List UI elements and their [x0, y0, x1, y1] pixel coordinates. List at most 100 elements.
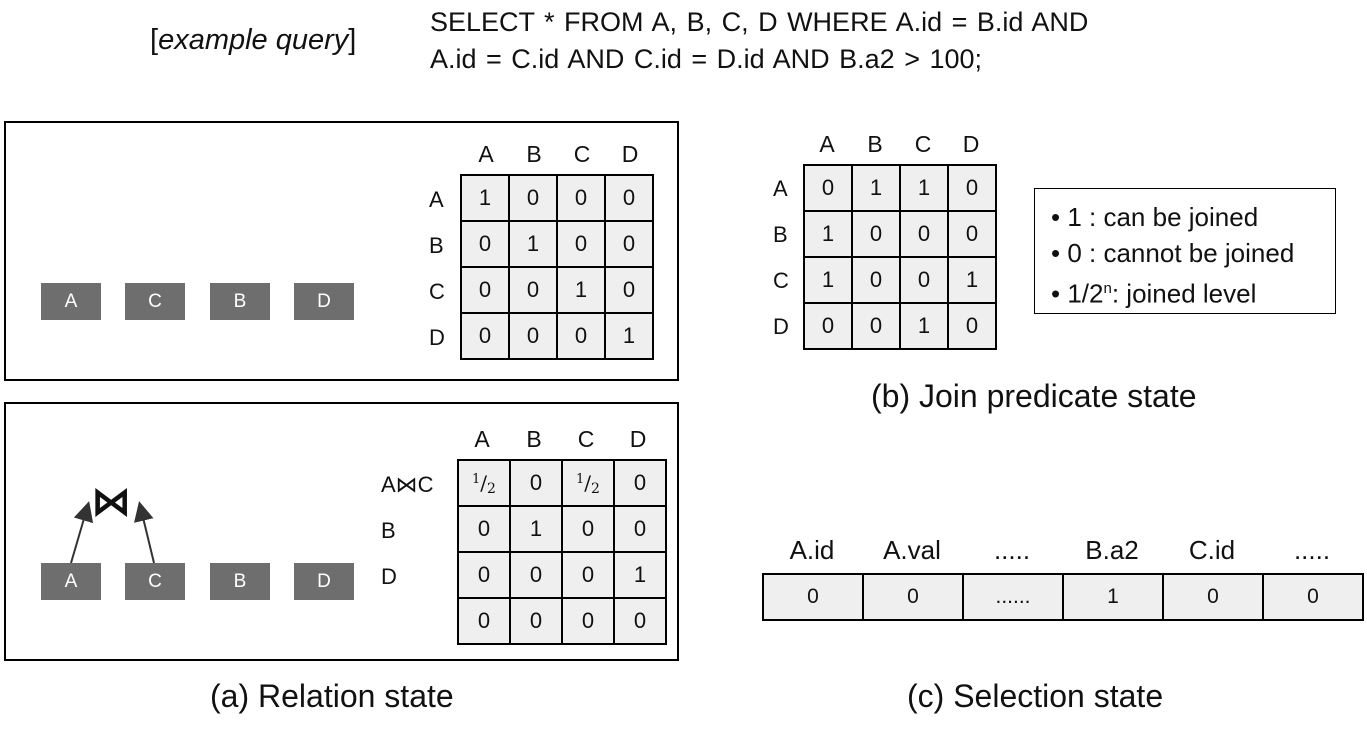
selection-header: A.id [789, 535, 835, 565]
selection-cell: 1 [1062, 573, 1164, 621]
matrix-cell: 1 [947, 256, 997, 304]
matrix-cell: 0 [556, 220, 606, 268]
col-header: A [474, 426, 490, 452]
col-header: C [573, 141, 591, 167]
matrix-cell: 0 [613, 459, 667, 507]
matrix-cell: 0 [561, 505, 615, 553]
matrix-cell: 1 [604, 312, 654, 360]
relation-box-d: D [294, 563, 354, 600]
row-label: A⋈C [381, 472, 434, 497]
matrix-cell: 0 [561, 551, 615, 599]
legend-item-2: • 0 : cannot be joined [1051, 238, 1295, 268]
matrix-cell: 1 [613, 551, 667, 599]
col-header: B [526, 141, 542, 167]
row-label: B [381, 518, 396, 543]
relation-box-c: C [125, 563, 185, 600]
query-line-2: A.id = C.id AND C.id = D.id AND B.a2 > 1… [430, 44, 983, 74]
row-label: B [773, 222, 788, 247]
matrix-cell: 0 [851, 302, 901, 350]
matrix-cell: 0 [613, 597, 667, 645]
row-label: A [773, 176, 788, 201]
matrix-cell: 1/2 [561, 459, 615, 507]
matrix-cell: 0 [851, 256, 901, 304]
selection-cell: 0 [762, 573, 864, 621]
matrix-cell: 0 [947, 302, 997, 350]
legend-box: • 1 : can be joined • 0 : cannot be join… [1034, 188, 1336, 314]
matrix-cell: 0 [508, 266, 558, 314]
selection-cell: 0 [862, 573, 964, 621]
selection-cell: 0 [1162, 573, 1264, 621]
matrix-cell: 0 [460, 220, 510, 268]
matrix-cell: 1 [509, 505, 563, 553]
matrix-cell: 0 [508, 174, 558, 222]
matrix-cell: 0 [899, 256, 949, 304]
matrix-cell: 0 [556, 174, 606, 222]
relation-box-a: A [41, 283, 101, 320]
col-header: C [577, 426, 595, 452]
matrix-cell: 1 [803, 256, 853, 304]
matrix-cell: 0 [561, 597, 615, 645]
caption-a: (a) Relation state [210, 678, 454, 714]
selection-header: ..... [1293, 535, 1331, 565]
matrix-cell: 0 [803, 164, 853, 212]
selection-header: ..... [993, 535, 1031, 565]
matrix-cell: 0 [509, 597, 563, 645]
edge-a-join [70, 501, 94, 564]
matrix-cell: 1 [556, 266, 606, 314]
matrix-cell: 0 [604, 174, 654, 222]
query-tag: [example query] [150, 24, 357, 56]
legend-item-1: • 1 : can be joined [1051, 202, 1259, 232]
row-label: C [773, 268, 789, 293]
matrix-cell: 0 [803, 302, 853, 350]
matrix-cell: 0 [460, 266, 510, 314]
col-header: D [629, 426, 647, 452]
selection-header: B.a2 [1085, 535, 1139, 565]
col-header: B [526, 426, 542, 452]
edge-c-join [134, 501, 155, 564]
matrix-cell: 1 [851, 164, 901, 212]
matrix-cell: 0 [460, 312, 510, 360]
relation-box-a: A [41, 563, 101, 600]
query-line-1: SELECT * FROM A, B, C, D WHERE A.id = B.… [430, 7, 1089, 37]
row-label: B [429, 233, 444, 258]
matrix-cell: 0 [947, 164, 997, 212]
matrix-cell: 0 [947, 210, 997, 258]
selection-header: C.id [1188, 535, 1236, 565]
matrix-cell: 0 [509, 551, 563, 599]
col-header: B [867, 131, 883, 157]
matrix-cell: 0 [457, 597, 511, 645]
matrix-cell: 0 [556, 312, 606, 360]
relation-box-d: D [294, 283, 354, 320]
legend-item-3: • 1/2n: joined level [1051, 278, 1257, 309]
row-label: C [429, 279, 445, 304]
matrix-cell: 0 [604, 266, 654, 314]
matrix-cell: 1/2 [457, 459, 511, 507]
matrix-cell: 0 [457, 551, 511, 599]
row-label: D [429, 325, 445, 350]
caption-b: (b) Join predicate state [871, 378, 1197, 414]
selection-cell: ...... [962, 573, 1064, 621]
relation-box-c: C [125, 283, 185, 320]
col-header: D [962, 131, 980, 157]
relation-box-b: B [210, 563, 270, 600]
selection-cell: 0 [1262, 573, 1364, 621]
matrix-cell: 0 [457, 505, 511, 553]
col-header: D [621, 141, 639, 167]
relation-box-b: B [210, 283, 270, 320]
matrix-cell: 0 [613, 505, 667, 553]
matrix-cell: 1 [899, 302, 949, 350]
matrix-cell: 0 [851, 210, 901, 258]
matrix-cell: 0 [604, 220, 654, 268]
col-header: A [819, 131, 835, 157]
matrix-cell: 1 [899, 164, 949, 212]
selection-header: A.val [883, 535, 941, 565]
col-header: C [914, 131, 932, 157]
row-label: D [773, 314, 789, 339]
caption-c: (c) Selection state [907, 678, 1164, 714]
matrix-cell: 0 [899, 210, 949, 258]
